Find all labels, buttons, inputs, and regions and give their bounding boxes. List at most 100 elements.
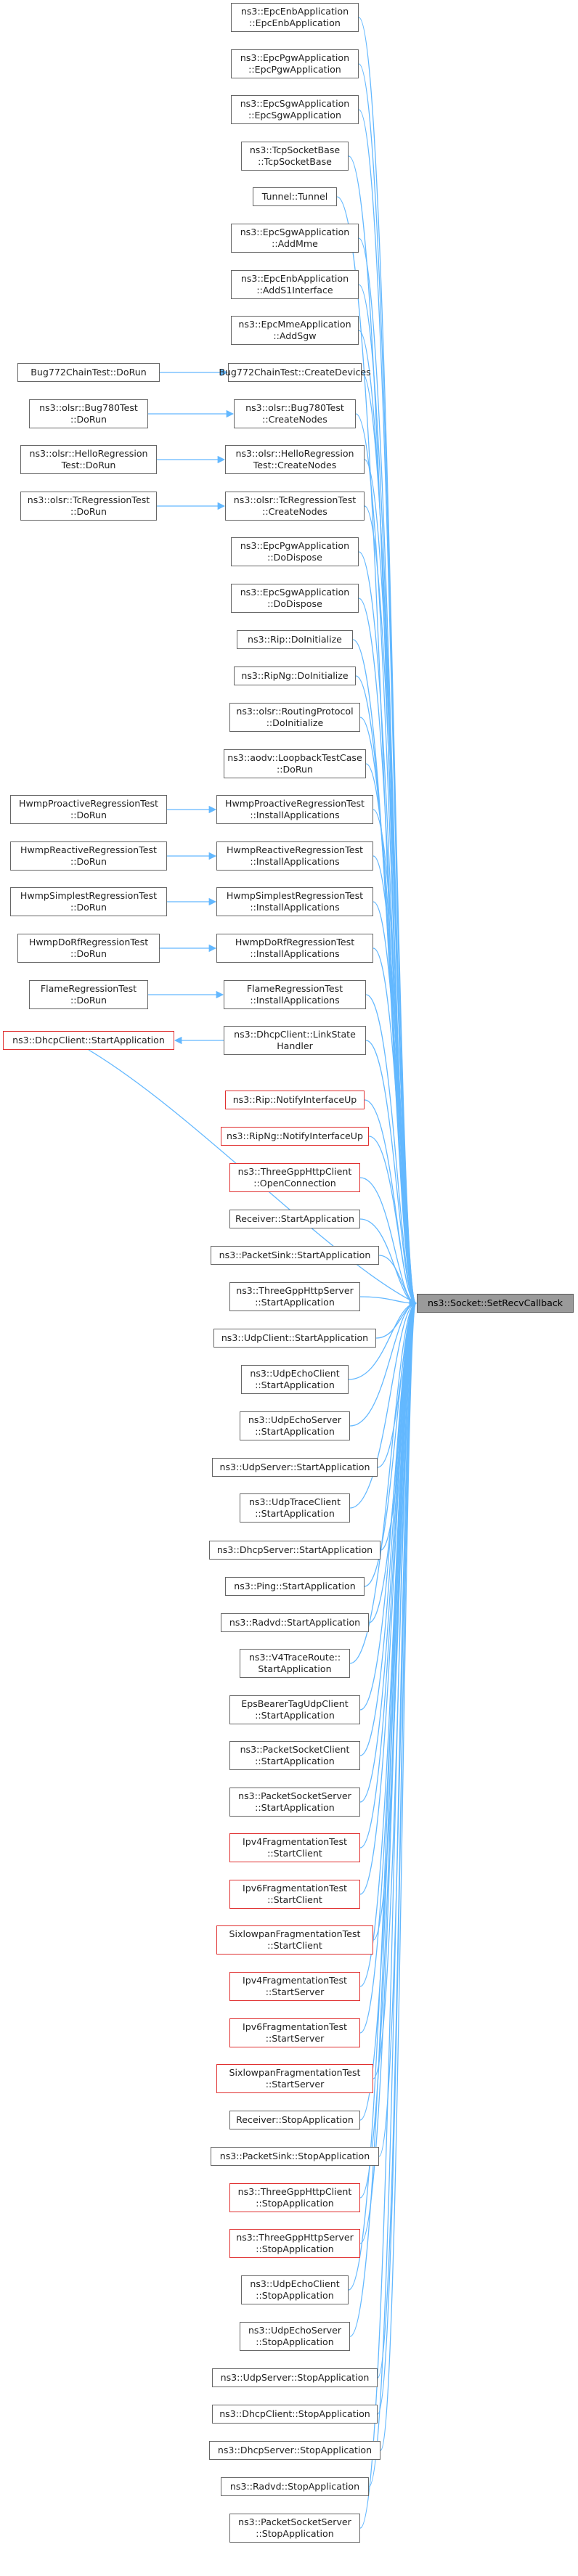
node-epcenbapplication-ctor[interactable]: ns3::EpcEnbApplication ::EpcEnbApplicati… [231,3,359,32]
node-ipv4fragmentation-startserver[interactable]: Ipv4FragmentationTest ::StartServer [229,1972,360,2001]
node-label: ns3::EpcSgwApplication ::EpcSgwApplicati… [240,98,350,121]
node-v4traceroute-startapplication[interactable]: ns3::V4TraceRoute:: StartApplication [240,1649,350,1678]
node-sixlowpanfragmentation-startserver[interactable]: SixlowpanFragmentationTest ::StartServer [216,2064,373,2093]
node-ripng-doinitialize[interactable]: ns3::RipNg::DoInitialize [234,667,356,685]
node-radvd-startapplication[interactable]: ns3::Radvd::StartApplication [221,1613,369,1632]
edge-dhcpclient-stopapplication-to-setrecvcallback [377,1300,418,2415]
node-ipv4fragmentation-startclient[interactable]: Ipv4FragmentationTest ::StartClient [229,1833,360,1862]
node-helloregression-createnodes[interactable]: ns3::olsr::HelloRegression Test::CreateN… [225,445,365,474]
node-epcsgw-dodispose[interactable]: ns3::EpcSgwApplication ::DoDispose [231,584,359,613]
node-label: ns3::UdpEchoServer ::StopApplication [248,2325,342,2347]
node-label: ns3::RipNg::DoInitialize [241,670,349,681]
node-socket-setrecvcallback[interactable]: ns3::Socket::SetRecvCallback [417,1294,574,1313]
node-ripng-notifyinterfaceup[interactable]: ns3::RipNg::NotifyInterfaceUp [221,1127,369,1146]
node-bug780-dorun[interactable]: ns3::olsr::Bug780Test ::DoRun [29,399,148,428]
node-flameregression-installapplications[interactable]: FlameRegressionTest ::InstallApplication… [224,980,366,1009]
node-label: ns3::UdpServer::StopApplication [220,2372,370,2383]
node-label: ns3::EpcEnbApplication ::AddS1Interface [240,273,349,295]
node-label: EpsBearerTagUdpClient ::StartApplication [241,1698,349,1721]
node-epcsgwapplication-ctor[interactable]: ns3::EpcSgwApplication ::EpcSgwApplicati… [231,95,359,124]
node-epcpgwapplication-ctor[interactable]: ns3::EpcPgwApplication ::EpcPgwApplicati… [231,49,359,78]
node-rip-doinitialize[interactable]: ns3::Rip::DoInitialize [237,630,353,649]
node-dhcpclient-linkstatehandler[interactable]: ns3::DhcpClient::LinkState Handler [224,1026,366,1055]
node-label: HwmpDoRfRegressionTest ::InstallApplicat… [235,937,355,959]
node-receiver-startapplication[interactable]: Receiver::StartApplication [229,1210,360,1228]
node-label: ns3::UdpServer::StartApplication [219,1462,370,1472]
node-ipv6fragmentation-startserver[interactable]: Ipv6FragmentationTest ::StartServer [229,2018,360,2047]
node-hwmpsimplest-dorun[interactable]: HwmpSimplestRegressionTest ::DoRun [10,887,167,916]
node-sixlowpanfragmentation-startclient[interactable]: SixlowpanFragmentationTest ::StartClient [216,1925,373,1955]
node-packetsocketserver-startapplication[interactable]: ns3::PacketSocketServer ::StartApplicati… [229,1788,360,1817]
node-udpechoclient-stopapplication[interactable]: ns3::UdpEchoClient ::StopApplication [241,2275,349,2304]
node-receiver-stopapplication[interactable]: Receiver::StopApplication [229,2111,360,2129]
node-label: HwmpSimplestRegressionTest ::InstallAppl… [226,890,364,913]
node-ping-startapplication[interactable]: ns3::Ping::StartApplication [225,1577,365,1596]
node-bug772-dorun[interactable]: Bug772ChainTest::DoRun [17,363,160,382]
node-udpserver-stopapplication[interactable]: ns3::UdpServer::StopApplication [212,2368,378,2387]
node-label: ns3::EpcEnbApplication ::EpcEnbApplicati… [240,6,349,28]
node-bug772-createdevices[interactable]: Bug772ChainTest::CreateDevices [219,363,371,382]
node-dhcpclient-stopapplication[interactable]: ns3::DhcpClient::StopApplication [212,2405,378,2424]
node-udptraceclient-startapplication[interactable]: ns3::UdpTraceClient ::StartApplication [240,1493,350,1523]
node-threegpphttpserver-startapplication[interactable]: ns3::ThreeGppHttpServer ::StartApplicati… [229,1282,360,1311]
node-epsbearertagudpclient-startapplication[interactable]: EpsBearerTagUdpClient ::StartApplication [229,1695,360,1724]
edge-epcsgwapplication-ctor-to-setrecvcallback [358,109,418,1307]
node-label: Tunnel::Tunnel [261,191,328,202]
node-packetsocketserver-stopapplication[interactable]: ns3::PacketSocketServer ::StopApplicatio… [229,2514,360,2543]
node-olsr-routingprotocol-doinitialize[interactable]: ns3::olsr::RoutingProtocol ::DoInitializ… [229,703,360,732]
node-label: FlameRegressionTest ::DoRun [40,983,137,1006]
node-packetsink-startapplication[interactable]: ns3::PacketSink::StartApplication [211,1246,379,1265]
node-label: ns3::UdpClient::StartApplication [221,1332,369,1343]
node-epcmme-addsgw[interactable]: ns3::EpcMmeApplication ::AddSgw [231,316,359,345]
node-rip-notifyinterfaceup[interactable]: ns3::Rip::NotifyInterfaceUp [225,1091,365,1109]
node-label: ns3::olsr::Bug780Test ::CreateNodes [245,402,344,425]
node-label: HwmpProactiveRegressionTest ::InstallApp… [225,798,365,820]
node-label: ns3::TcpSocketBase ::TcpSocketBase [249,144,341,167]
node-epcenb-adds1interface[interactable]: ns3::EpcEnbApplication ::AddS1Interface [231,270,359,299]
node-aodv-loopbacktestcase-dorun[interactable]: ns3::aodv::LoopbackTestCase ::DoRun [224,749,366,778]
node-udpserver-startapplication[interactable]: ns3::UdpServer::StartApplication [212,1458,378,1477]
node-label: ns3::Radvd::StartApplication [229,1617,361,1628]
node-label: Ipv6FragmentationTest ::StartServer [243,2021,347,2044]
node-epcpgw-dodispose[interactable]: ns3::EpcPgwApplication ::DoDispose [231,537,359,566]
node-label: Ipv4FragmentationTest ::StartServer [243,1975,347,1997]
node-label: FlameRegressionTest ::InstallApplication… [246,983,343,1006]
node-threegpphttpclient-openconnection[interactable]: ns3::ThreeGppHttpClient ::OpenConnection [229,1163,360,1192]
node-bug780-createnodes[interactable]: ns3::olsr::Bug780Test ::CreateNodes [234,399,356,428]
node-label: ns3::DhcpClient::LinkState Handler [234,1029,356,1051]
node-helloregression-dorun[interactable]: ns3::olsr::HelloRegression Test::DoRun [20,445,157,474]
node-udpechoserver-startapplication[interactable]: ns3::UdpEchoServer ::StartApplication [240,1411,350,1440]
node-label: ns3::Rip::DoInitialize [248,634,342,645]
node-label: ns3::olsr::Bug780Test ::DoRun [39,402,138,425]
node-tcregression-dorun[interactable]: ns3::olsr::TcRegressionTest ::DoRun [20,492,157,521]
edge-udptraceclient-startapplication-to-setrecvcallback [349,1299,418,1509]
node-flameregression-dorun[interactable]: FlameRegressionTest ::DoRun [29,980,148,1009]
node-hwmpproactive-installapplications[interactable]: HwmpProactiveRegressionTest ::InstallApp… [216,795,373,824]
node-hwmpdorf-dorun[interactable]: HwmpDoRfRegressionTest ::DoRun [17,934,160,963]
node-label: ns3::Rip::NotifyInterfaceUp [232,1094,357,1105]
node-radvd-stopapplication[interactable]: ns3::Radvd::StopApplication [221,2477,369,2496]
node-tcregression-createnodes[interactable]: ns3::olsr::TcRegressionTest ::CreateNode… [225,492,365,521]
node-label: ns3::UdpEchoClient ::StartApplication [250,1368,340,1390]
edge-ipv6fragmentation-startclient-to-setrecvcallback [359,1300,418,1895]
node-epcsgw-addmme[interactable]: ns3::EpcSgwApplication ::AddMme [231,224,359,253]
node-dhcpserver-stopapplication[interactable]: ns3::DhcpServer::StopApplication [209,2441,380,2460]
node-hwmpreactive-installapplications[interactable]: HwmpReactiveRegressionTest ::InstallAppl… [216,841,373,871]
node-hwmpdorf-installapplications[interactable]: HwmpDoRfRegressionTest ::InstallApplicat… [216,934,373,963]
node-dhcpserver-startapplication[interactable]: ns3::DhcpServer::StartApplication [209,1541,380,1560]
node-hwmpreactive-dorun[interactable]: HwmpReactiveRegressionTest ::DoRun [10,841,167,871]
node-dhcpclient-startapplication[interactable]: ns3::DhcpClient::StartApplication [3,1031,174,1050]
node-threegpphttpserver-stopapplication[interactable]: ns3::ThreeGppHttpServer ::StopApplicatio… [229,2229,360,2258]
node-packetsocketclient-startapplication[interactable]: ns3::PacketSocketClient ::StartApplicati… [229,1741,360,1770]
node-hwmpsimplest-installapplications[interactable]: HwmpSimplestRegressionTest ::InstallAppl… [216,887,373,916]
node-tunnel-ctor[interactable]: Tunnel::Tunnel [253,187,337,206]
node-label: ns3::PacketSink::StartApplication [219,1250,371,1260]
node-udpechoserver-stopapplication[interactable]: ns3::UdpEchoServer ::StopApplication [240,2322,350,2351]
node-udpclient-startapplication[interactable]: ns3::UdpClient::StartApplication [213,1329,376,1348]
node-threegpphttpclient-stopapplication[interactable]: ns3::ThreeGppHttpClient ::StopApplicatio… [229,2183,360,2212]
node-packetsink-stopapplication[interactable]: ns3::PacketSink::StopApplication [211,2147,379,2166]
node-tcpsocketbase-ctor[interactable]: ns3::TcpSocketBase ::TcpSocketBase [241,142,349,171]
node-hwmpproactive-dorun[interactable]: HwmpProactiveRegressionTest ::DoRun [10,795,167,824]
node-udpechoclient-startapplication[interactable]: ns3::UdpEchoClient ::StartApplication [241,1365,349,1394]
node-ipv6fragmentation-startclient[interactable]: Ipv6FragmentationTest ::StartClient [229,1880,360,1909]
